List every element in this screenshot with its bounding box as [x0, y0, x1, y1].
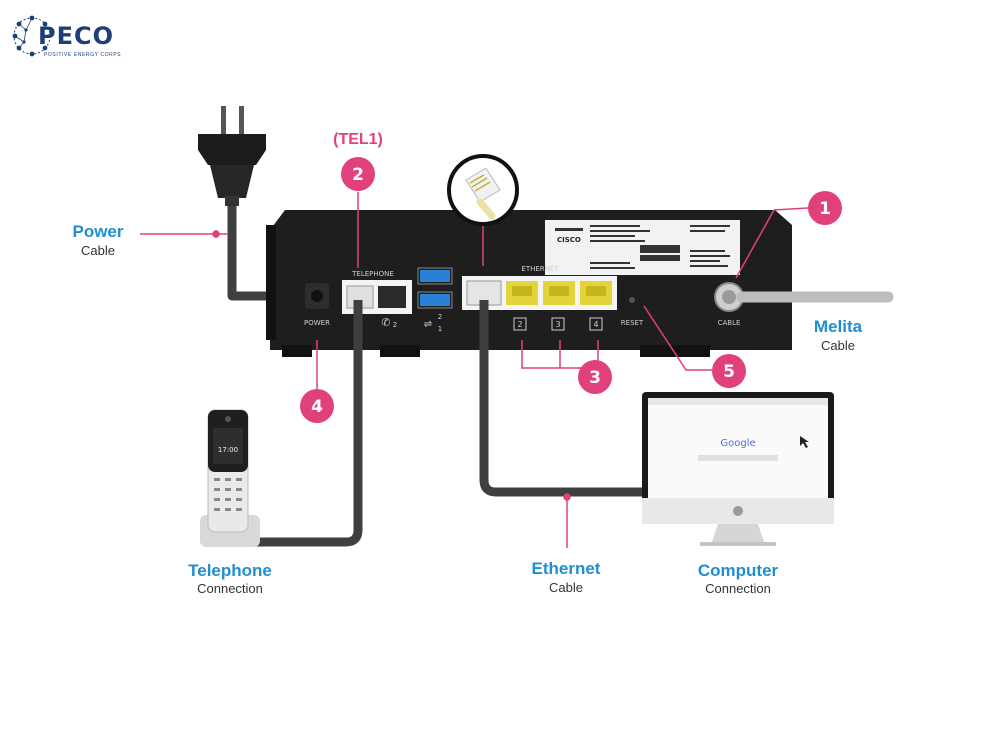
- badge-3-label: 3: [589, 368, 601, 388]
- badge-4: [300, 389, 334, 423]
- ethernet-cable: [479, 300, 648, 497]
- cordless-phone-icon: 17:00: [200, 409, 260, 547]
- ethernet-port-label: ETHERNET: [521, 265, 559, 273]
- tel-number-label: 2: [393, 321, 397, 329]
- phone-port-icon: ✆: [381, 316, 390, 329]
- badge-2: [341, 157, 375, 191]
- telephone-label-title: Telephone: [188, 561, 272, 580]
- logo-tagline: POSITIVE ENERGY CORPS: [44, 52, 122, 58]
- badge-1-label: 1: [819, 199, 831, 219]
- rj45-connector-callout: [447, 154, 519, 266]
- power-port-label: POWER: [304, 319, 330, 327]
- badge-5: [712, 354, 746, 388]
- telephone-cable: [255, 300, 363, 547]
- computer-label-sub: Connection: [705, 581, 771, 596]
- computer-label-title: Computer: [697, 561, 779, 580]
- badge-2-label: 2: [352, 165, 364, 185]
- badge-5-label: 5: [723, 362, 735, 382]
- usb-icon: ⇌: [424, 319, 432, 330]
- logo-text: PECO: [38, 22, 114, 50]
- badge-1: [808, 191, 842, 225]
- globe-network-icon: [12, 15, 51, 57]
- cisco-router: CISCO: [266, 210, 792, 357]
- phone-time: 17:00: [218, 446, 238, 454]
- cisco-logo-text: CISCO: [557, 236, 581, 244]
- eth-port-3-label: 3: [555, 320, 560, 329]
- melita-label-title: Melita: [813, 317, 863, 336]
- usb-bottom-label: 1: [438, 325, 442, 333]
- ethernet-label-title: Ethernet: [531, 559, 601, 578]
- reset-label: RESET: [621, 319, 644, 327]
- peco-logo: PECO POSITIVE ENERGY CORPS: [10, 12, 125, 62]
- power-label-sub: Cable: [81, 243, 115, 258]
- badge-4-label: 4: [311, 397, 323, 417]
- eth-port-4-label: 4: [593, 320, 598, 329]
- badge-3: [578, 360, 612, 394]
- tel1-label: (TEL1): [333, 131, 383, 148]
- cable-port-label: CABLE: [718, 319, 741, 327]
- melita-label-sub: Cable: [821, 338, 855, 353]
- google-logo-text: Google: [720, 438, 755, 449]
- telephone-label-sub: Connection: [197, 581, 263, 596]
- power-label-title: Power: [72, 222, 124, 241]
- usb-top-label: 2: [438, 313, 442, 321]
- power-plug-icon: [198, 106, 266, 206]
- eth-port-2-label: 2: [517, 320, 522, 329]
- eth-port-number-boxes: [513, 317, 603, 331]
- computer-monitor-icon: Google: [642, 392, 834, 546]
- telephone-port-label: TELEPHONE: [351, 270, 394, 278]
- ethernet-label-sub: Cable: [549, 580, 583, 595]
